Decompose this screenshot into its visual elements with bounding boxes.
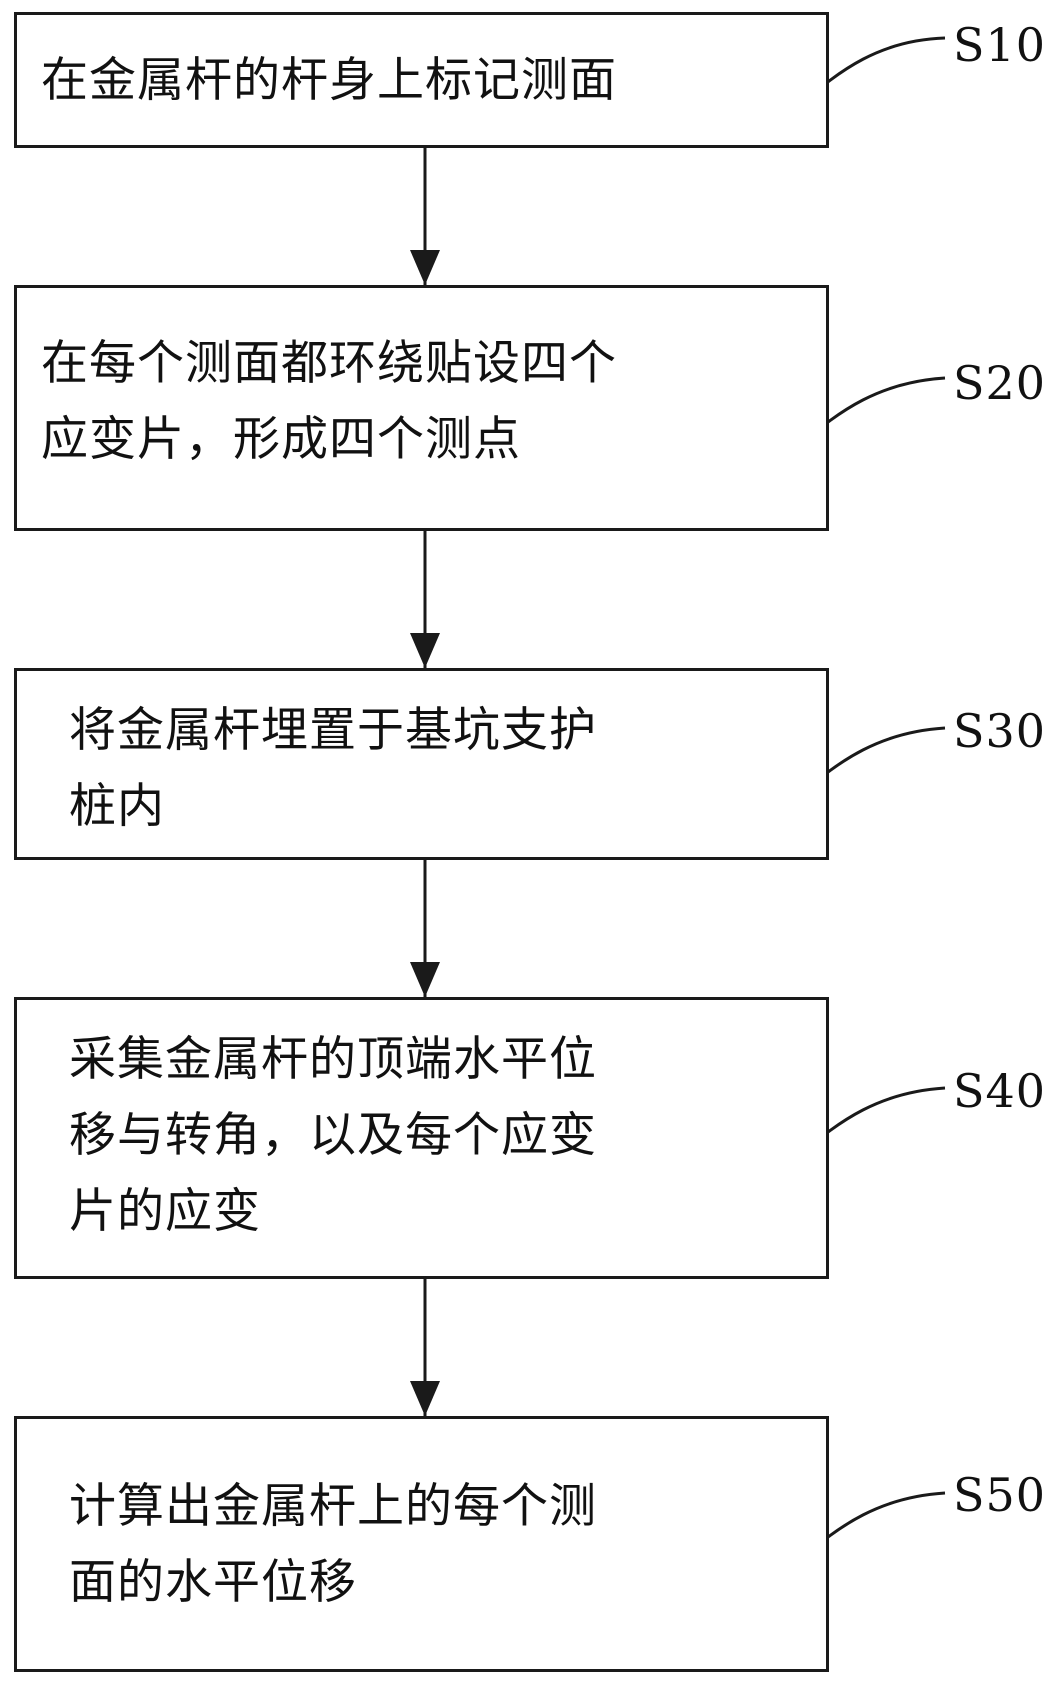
step-label-s20: S20 — [953, 356, 1047, 410]
step-label-s10: S10 — [953, 18, 1047, 72]
step-box-s50: 计算出金属杆上的每个测 面的水平位移 — [14, 1416, 829, 1672]
step-box-s10: 在金属杆的杆身上标记测面 — [14, 12, 829, 148]
step-label-s40: S40 — [953, 1064, 1047, 1118]
step-text-s10: 在金属杆的杆身上标记测面 — [41, 53, 617, 108]
step-box-s20: 在每个测面都环绕贴设四个 应变片，形成四个测点 — [14, 285, 829, 531]
arrowhead-s10-to-s20 — [410, 250, 440, 285]
step-label-s50: S50 — [953, 1468, 1047, 1522]
step-text-s50: 计算出金属杆上的每个测 面的水平位移 — [69, 1479, 597, 1610]
step-text-s30: 将金属杆埋置于基坑支护 桩内 — [69, 703, 597, 834]
step-text-s40: 采集金属杆的顶端水平位 移与转角，以及每个应变 片的应变 — [69, 1032, 597, 1239]
arrowhead-s30-to-s40 — [410, 962, 440, 997]
step-box-s40: 采集金属杆的顶端水平位 移与转角，以及每个应变 片的应变 — [14, 997, 829, 1279]
arrowhead-s40-to-s50 — [410, 1381, 440, 1416]
step-label-s30: S30 — [953, 704, 1047, 758]
step-box-s30: 将金属杆埋置于基坑支护 桩内 — [14, 668, 829, 860]
arrowhead-s20-to-s30 — [410, 633, 440, 668]
step-text-s20: 在每个测面都环绕贴设四个 应变片，形成四个测点 — [41, 336, 617, 467]
